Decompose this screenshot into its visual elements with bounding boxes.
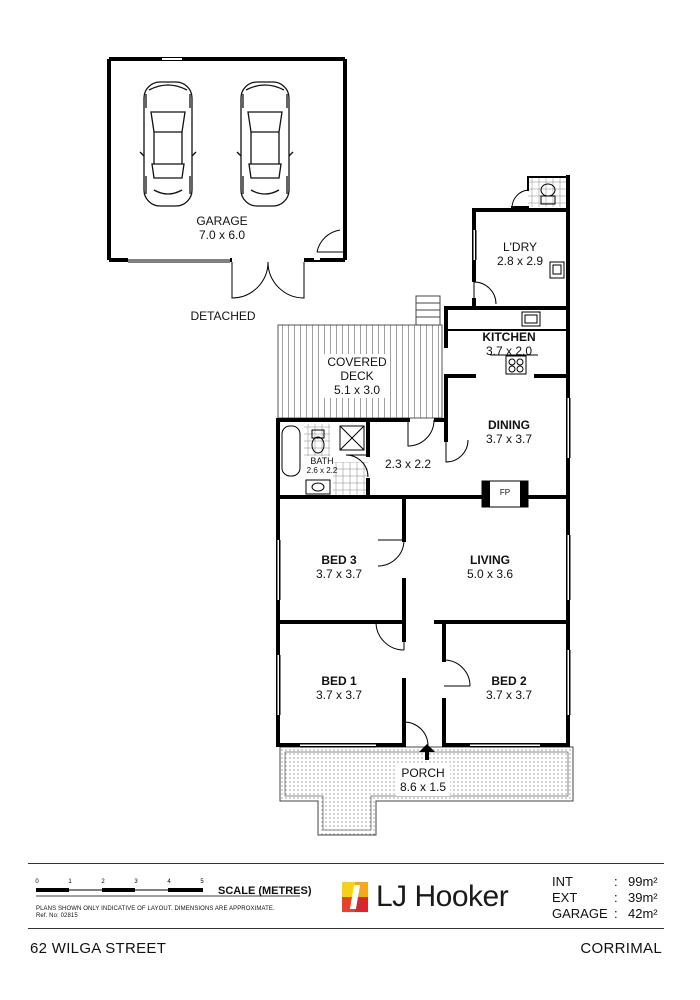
svg-text:0: 0: [35, 879, 39, 885]
room-label-kitchen: KITCHEN 3.7 x 2.0: [468, 330, 550, 358]
room-name: DECK: [340, 369, 374, 383]
street-address: 62 WILGA STREET: [30, 940, 167, 957]
room-dims: 2.3 x 2.2: [384, 457, 432, 471]
room-name: COVERED: [327, 355, 387, 369]
footer-bottom-divider: [28, 928, 664, 929]
fixtures: [281, 183, 565, 495]
room-label-bed1: BED 1 3.7 x 3.7: [298, 674, 380, 702]
deck-steps: [415, 295, 441, 326]
room-label-bed3: BED 3 3.7 x 3.7: [298, 553, 380, 581]
room-dims: 2.8 x 2.9: [496, 254, 544, 268]
footer-top-divider: [28, 863, 664, 864]
room-dims: 2.6 x 2.2: [306, 466, 338, 475]
room-label-bath: BATH 2.6 x 2.2: [300, 456, 344, 476]
brand-logo: LJ Hooker: [342, 880, 509, 914]
room-name: BED 2: [491, 674, 527, 688]
room-name: KITCHEN: [482, 330, 536, 344]
room-dims: 5.0 x 3.6: [466, 567, 514, 581]
room-name: BED 1: [321, 674, 357, 688]
area-summary: INT : 99m² EXT : 39m² GARAGE : 42m²: [552, 874, 678, 922]
entry-arrow-icon: [419, 744, 435, 760]
area-row: INT : 99m²: [552, 874, 678, 890]
room-name: PORCH: [401, 766, 445, 780]
disclaimer: PLANS SHOWN ONLY INDICATIVE OF LAYOUT. D…: [36, 906, 275, 920]
room-dims: 8.6 x 1.5: [399, 780, 447, 794]
area-value: 39m²: [628, 890, 658, 905]
lj-hooker-logo-icon: [342, 882, 368, 912]
room-label-fireplace: FP: [490, 488, 520, 498]
scale-title: SCALE (METRES): [218, 885, 312, 897]
room-label-covered-deck: COVERED DECK 5.1 x 3.0: [320, 355, 394, 397]
room-label-porch: PORCH 8.6 x 1.5: [396, 766, 450, 794]
svg-text:1: 1: [68, 879, 72, 885]
svg-text:5: 5: [200, 879, 204, 885]
car-icon: [139, 81, 197, 207]
detached-label: DETACHED: [190, 309, 256, 323]
reference-number: Ref. No: 02815: [36, 913, 78, 919]
room-label-living: LIVING 5.0 x 3.6: [448, 553, 532, 581]
area-label: EXT: [552, 890, 578, 905]
area-value: 99m²: [628, 874, 658, 889]
car-icon: [236, 81, 294, 207]
room-name: GARAGE: [196, 214, 248, 228]
room-label-bed2: BED 2 3.7 x 3.7: [468, 674, 550, 702]
room-dims: 3.7 x 3.7: [485, 432, 533, 446]
scale-bar: [36, 888, 300, 897]
scale-ticks: 0 1 2 3 4 5: [35, 879, 204, 885]
svg-text:2: 2: [101, 879, 105, 885]
room-name: BED 3: [321, 553, 357, 567]
brand-name: LJ Hooker: [376, 880, 509, 913]
area-label: GARAGE: [552, 906, 608, 921]
room-name: L'DRY: [502, 240, 538, 254]
room-dims: 3.7 x 3.7: [485, 688, 533, 702]
room-label-dining: DINING 3.7 x 3.7: [468, 418, 550, 446]
garage-structure: [107, 57, 347, 299]
area-row: GARAGE : 42m²: [552, 906, 678, 922]
room-dims: 3.7 x 3.7: [315, 688, 363, 702]
room-name: BATH: [310, 456, 334, 466]
room-dims: 5.1 x 3.0: [333, 383, 381, 397]
porch-area: [279, 746, 574, 836]
windows: [276, 230, 571, 748]
room-name: DINING: [488, 418, 530, 432]
door-swings: [345, 189, 529, 746]
room-label-hall: 2.3 x 2.2: [376, 457, 440, 471]
room-name: FP: [499, 488, 511, 497]
room-label-garage: GARAGE 7.0 x 6.0: [170, 214, 274, 242]
disclaimer-text: PLANS SHOWN ONLY INDICATIVE OF LAYOUT. D…: [36, 906, 275, 912]
area-value: 42m²: [628, 906, 658, 921]
svg-text:3: 3: [134, 879, 138, 885]
room-dims: 7.0 x 6.0: [198, 228, 246, 242]
area-label: INT: [552, 874, 573, 889]
room-name: LIVING: [469, 553, 510, 567]
svg-text:4: 4: [167, 879, 171, 885]
fireplace-icon: [481, 480, 529, 508]
suburb: CORRIMAL: [580, 940, 662, 957]
room-dims: 3.7 x 3.7: [315, 567, 363, 581]
room-dims: 3.7 x 2.0: [485, 344, 533, 358]
area-row: EXT : 39m²: [552, 890, 678, 906]
room-label-laundry: L'DRY 2.8 x 2.9: [482, 240, 558, 268]
